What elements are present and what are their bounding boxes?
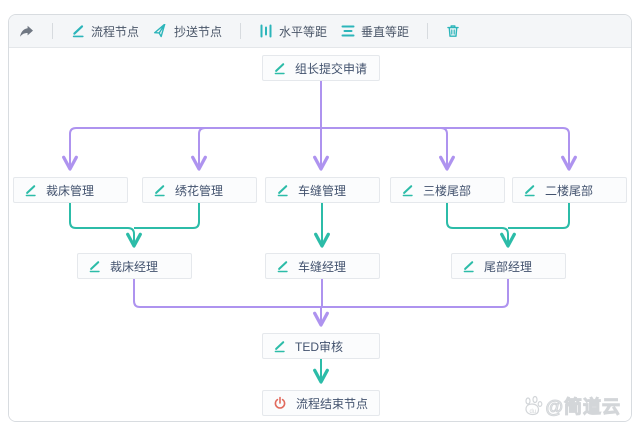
pencil-icon [276, 184, 289, 197]
watermark: du @简道云 [523, 393, 621, 419]
trash-icon [446, 24, 460, 38]
flow-node-label: 流程节点 [91, 24, 140, 39]
watermark-du-text: du [529, 409, 537, 415]
flow-node-end[interactable]: 流程结束节点 [262, 390, 380, 416]
pencil-icon [273, 340, 286, 353]
node-label: 组长提交申请 [295, 61, 368, 76]
pencil-icon [462, 260, 475, 273]
edge [69, 203, 142, 248]
pencil-icon [88, 260, 101, 273]
node-label: 流程结束节点 [296, 396, 369, 411]
pencil-icon [24, 184, 37, 197]
node-label: 三楼尾部 [423, 183, 472, 198]
pencil-icon [153, 184, 166, 197]
distribute-horizontal-icon [259, 24, 273, 38]
edge-group-row3-to-ted [133, 279, 509, 327]
paw-icon: du [523, 395, 543, 417]
pencil-icon [273, 62, 286, 75]
flow-node-cutting[interactable]: 裁床管理 [13, 177, 128, 203]
flow-node-floor3[interactable]: 三楼尾部 [390, 177, 505, 203]
pencil-icon [523, 184, 536, 197]
distribute-vertical-button[interactable]: 垂直等距 [341, 23, 409, 40]
edge [321, 279, 509, 308]
edge [321, 127, 577, 171]
edge [191, 127, 321, 171]
node-label: 裁床管理 [46, 183, 95, 198]
cc-node-label: 抄送节点 [174, 24, 223, 39]
workflow-editor-panel: 流程节点 抄送节点 [8, 14, 632, 422]
edge [321, 127, 455, 171]
node-label: 车缝管理 [298, 183, 347, 198]
flow-node-floor2[interactable]: 二楼尾部 [512, 177, 627, 203]
node-label: TED审核 [295, 339, 344, 354]
edge [508, 203, 570, 229]
watermark-text: @简道云 [545, 397, 621, 418]
flow-node-ted-review[interactable]: TED审核 [262, 333, 380, 359]
node-label: 车缝经理 [298, 259, 347, 274]
edge [133, 279, 321, 308]
flow-node-submit[interactable]: 组长提交申请 [262, 55, 380, 81]
flow-node-embroidery[interactable]: 绣花管理 [142, 177, 257, 203]
distribute-vertical-icon [341, 24, 355, 38]
edge [62, 127, 321, 171]
forward-arrow-icon [19, 25, 34, 38]
edge [134, 203, 200, 229]
node-label: 二楼尾部 [545, 183, 594, 198]
paper-plane-icon [153, 24, 168, 38]
node-label: 绣花管理 [175, 183, 224, 198]
toolbar: 流程节点 抄送节点 [9, 15, 631, 48]
flow-connectors [62, 81, 577, 384]
distribute-horizontal-label: 水平等距 [279, 24, 328, 39]
toolbar-divider [240, 23, 242, 39]
edge-group-row2-to-row3 [69, 203, 570, 248]
distribute-horizontal-button[interactable]: 水平等距 [259, 23, 327, 40]
flow-node-cutting-manager[interactable]: 裁床经理 [77, 253, 192, 279]
node-label: 裁床经理 [110, 259, 159, 274]
forward-share-button[interactable] [19, 25, 34, 38]
pencil-icon [71, 24, 85, 38]
delete-button[interactable] [446, 24, 460, 38]
flow-node-button[interactable]: 流程节点 [71, 23, 139, 40]
pencil-icon [401, 184, 414, 197]
edge [446, 203, 516, 248]
flow-node-tail-manager[interactable]: 尾部经理 [451, 253, 566, 279]
node-label: 尾部经理 [484, 259, 533, 274]
power-icon [273, 396, 287, 410]
cc-node-button[interactable]: 抄送节点 [153, 23, 222, 40]
edge-group-submit-to-row2 [62, 81, 577, 171]
flow-node-sewing[interactable]: 车缝管理 [265, 177, 380, 203]
flowchart-canvas[interactable]: 组长提交申请 裁床管理 绣花管理 车缝管理 三楼尾部 二楼尾部 [9, 48, 631, 421]
distribute-vertical-label: 垂直等距 [361, 24, 410, 39]
flow-node-sewing-manager[interactable]: 车缝经理 [265, 253, 380, 279]
toolbar-divider [52, 23, 53, 39]
pencil-icon [276, 260, 289, 273]
toolbar-divider [427, 23, 429, 39]
